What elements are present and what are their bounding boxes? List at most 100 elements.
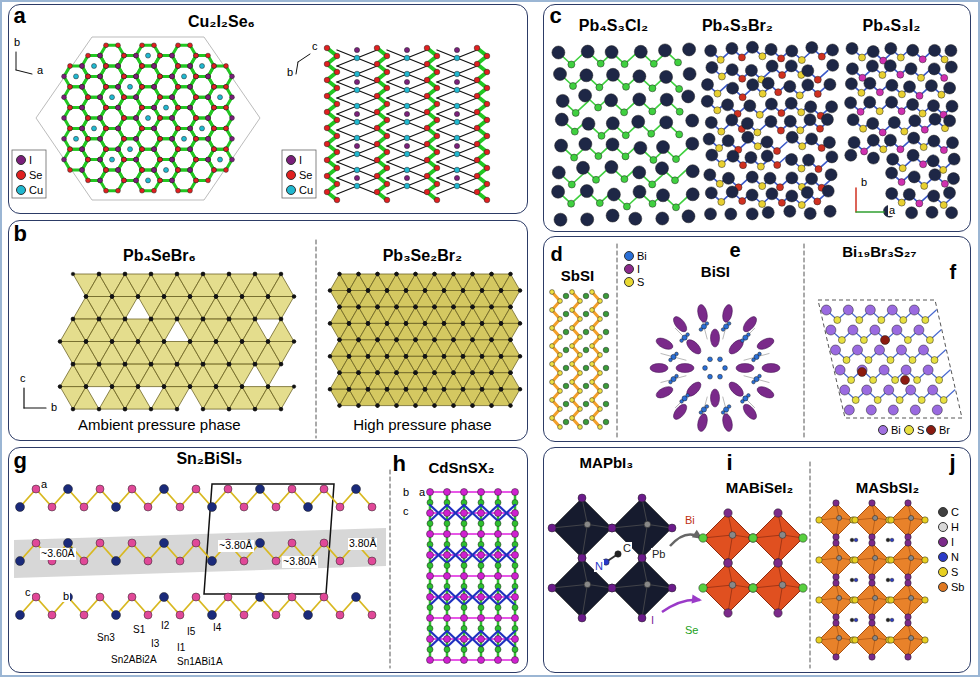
polyhedra-structure: [490, 371, 494, 375]
polyhedra-structure: [366, 355, 370, 359]
honeycomb-structure: [122, 157, 127, 162]
polyhedra-structure: [268, 319, 294, 342]
honeycomb-structure: [86, 178, 91, 183]
pb4s3br2-structure: [784, 115, 796, 127]
polyhedra-structure: [214, 340, 218, 344]
polyhedra-structure: [110, 295, 114, 299]
chain-structure: [454, 103, 460, 109]
polyhedra-structure: [347, 387, 351, 391]
polyhedra-structure: [385, 289, 389, 293]
polyhedra-structure: [490, 305, 494, 309]
pb4s3br2-structure: [739, 94, 746, 101]
chain-structure: [424, 45, 430, 51]
polyhedra-structure: [347, 322, 351, 326]
polyhedra-structure: [499, 289, 503, 293]
polyhedra-structure: [452, 371, 456, 375]
polyhedra-structure: [404, 355, 408, 359]
honeycomb-structure: [158, 53, 163, 58]
polyhedra-structure: [452, 338, 456, 342]
chain-structure: [457, 154, 477, 162]
chain-structure: [384, 165, 390, 171]
polyhedra-structure: [499, 387, 503, 391]
polyhedra-structure: [279, 362, 283, 366]
chain-structure: [424, 189, 430, 195]
pb4s3br2-structure: [762, 77, 774, 89]
polyhedra-structure: [366, 289, 370, 293]
chain-structure: [374, 173, 380, 179]
polyhedra-structure: [404, 322, 408, 326]
polyhedra-structure: [175, 362, 179, 366]
polyhedra-structure: [490, 338, 494, 342]
polyhedra-structure: [433, 338, 437, 342]
polyhedra-structure: [347, 289, 351, 293]
polyhedra-structure: [461, 289, 465, 293]
polyhedra-structure: [366, 387, 370, 391]
polyhedra-structure: [227, 407, 231, 411]
honeycomb-structure: [68, 168, 73, 173]
pb4s3cl2-structure: [649, 108, 656, 115]
polyhedra-structure: [188, 340, 192, 344]
honeycomb-structure: [62, 74, 67, 79]
chain-structure: [374, 157, 380, 163]
chain-structure: [457, 74, 477, 82]
chain-structure: [337, 58, 357, 66]
honeycomb-structure: [170, 53, 175, 58]
pb4s3cl2-structure: [682, 90, 695, 103]
polyhedra-structure: [188, 340, 192, 344]
honeycomb-structure: [110, 157, 115, 162]
polyhedra-structure: [442, 289, 446, 293]
chain-structure: [437, 90, 457, 98]
chain-structure: [407, 106, 427, 114]
pb4s3br2-structure: [706, 62, 718, 74]
honeycomb-structure: [152, 84, 157, 89]
honeycomb-structure: [158, 95, 163, 100]
honeycomb-structure: [80, 64, 85, 69]
chain-structure: [404, 167, 410, 173]
polyhedra-structure: [471, 404, 475, 408]
polyhedra-structure: [461, 387, 465, 391]
polyhedra-structure: [347, 355, 351, 359]
honeycomb-structure: [104, 64, 109, 69]
polyhedra-structure: [376, 272, 380, 276]
polyhedra-structure: [328, 322, 332, 326]
polyhedra-structure: [452, 338, 456, 342]
polyhedra-structure: [227, 317, 231, 321]
polyhedra-structure: [240, 340, 244, 344]
pb4s3cl2-structure: [606, 209, 619, 222]
pb4s3cl2-structure: [683, 43, 696, 56]
pb4s3cl2-structure: [552, 46, 565, 59]
polyhedra-structure: [518, 387, 522, 391]
polyhedra-structure: [149, 362, 153, 366]
polyhedra-structure: [442, 387, 446, 391]
chain-structure: [334, 69, 340, 75]
honeycomb-structure: [230, 116, 235, 121]
polyhedra-structure: [136, 295, 140, 299]
honeycomb-structure: [104, 126, 109, 131]
pb4s3br2-structure: [797, 127, 804, 134]
polyhedra-structure: [471, 305, 475, 309]
polyhedra-structure: [433, 371, 437, 375]
honeycomb-structure: [116, 105, 121, 110]
polyhedra-structure: [357, 272, 361, 276]
polyhedra-structure: [58, 340, 62, 344]
polyhedra-structure: [442, 355, 446, 359]
chain-structure: [484, 197, 490, 203]
polyhedra-structure: [404, 289, 408, 293]
polyhedra-structure: [201, 407, 205, 411]
polyhedra-structure: [162, 295, 166, 299]
polyhedra-structure: [471, 305, 475, 309]
honeycomb-structure: [86, 74, 91, 79]
pb4s3br2-structure: [705, 187, 717, 199]
polyhedra-structure: [501, 274, 520, 291]
honeycomb-structure: [80, 105, 85, 110]
chain-structure: [407, 186, 427, 194]
honeycomb-structure: [158, 74, 163, 79]
polyhedra-structure: [414, 404, 418, 408]
polyhedra-structure: [84, 340, 88, 344]
polyhedra-structure: [188, 340, 192, 344]
honeycomb-structure: [152, 147, 157, 152]
polyhedra-structure: [376, 371, 380, 375]
pb4s3cl2-structure: [633, 166, 646, 179]
honeycomb-structure: [86, 136, 91, 141]
honeycomb-structure: [212, 126, 217, 131]
